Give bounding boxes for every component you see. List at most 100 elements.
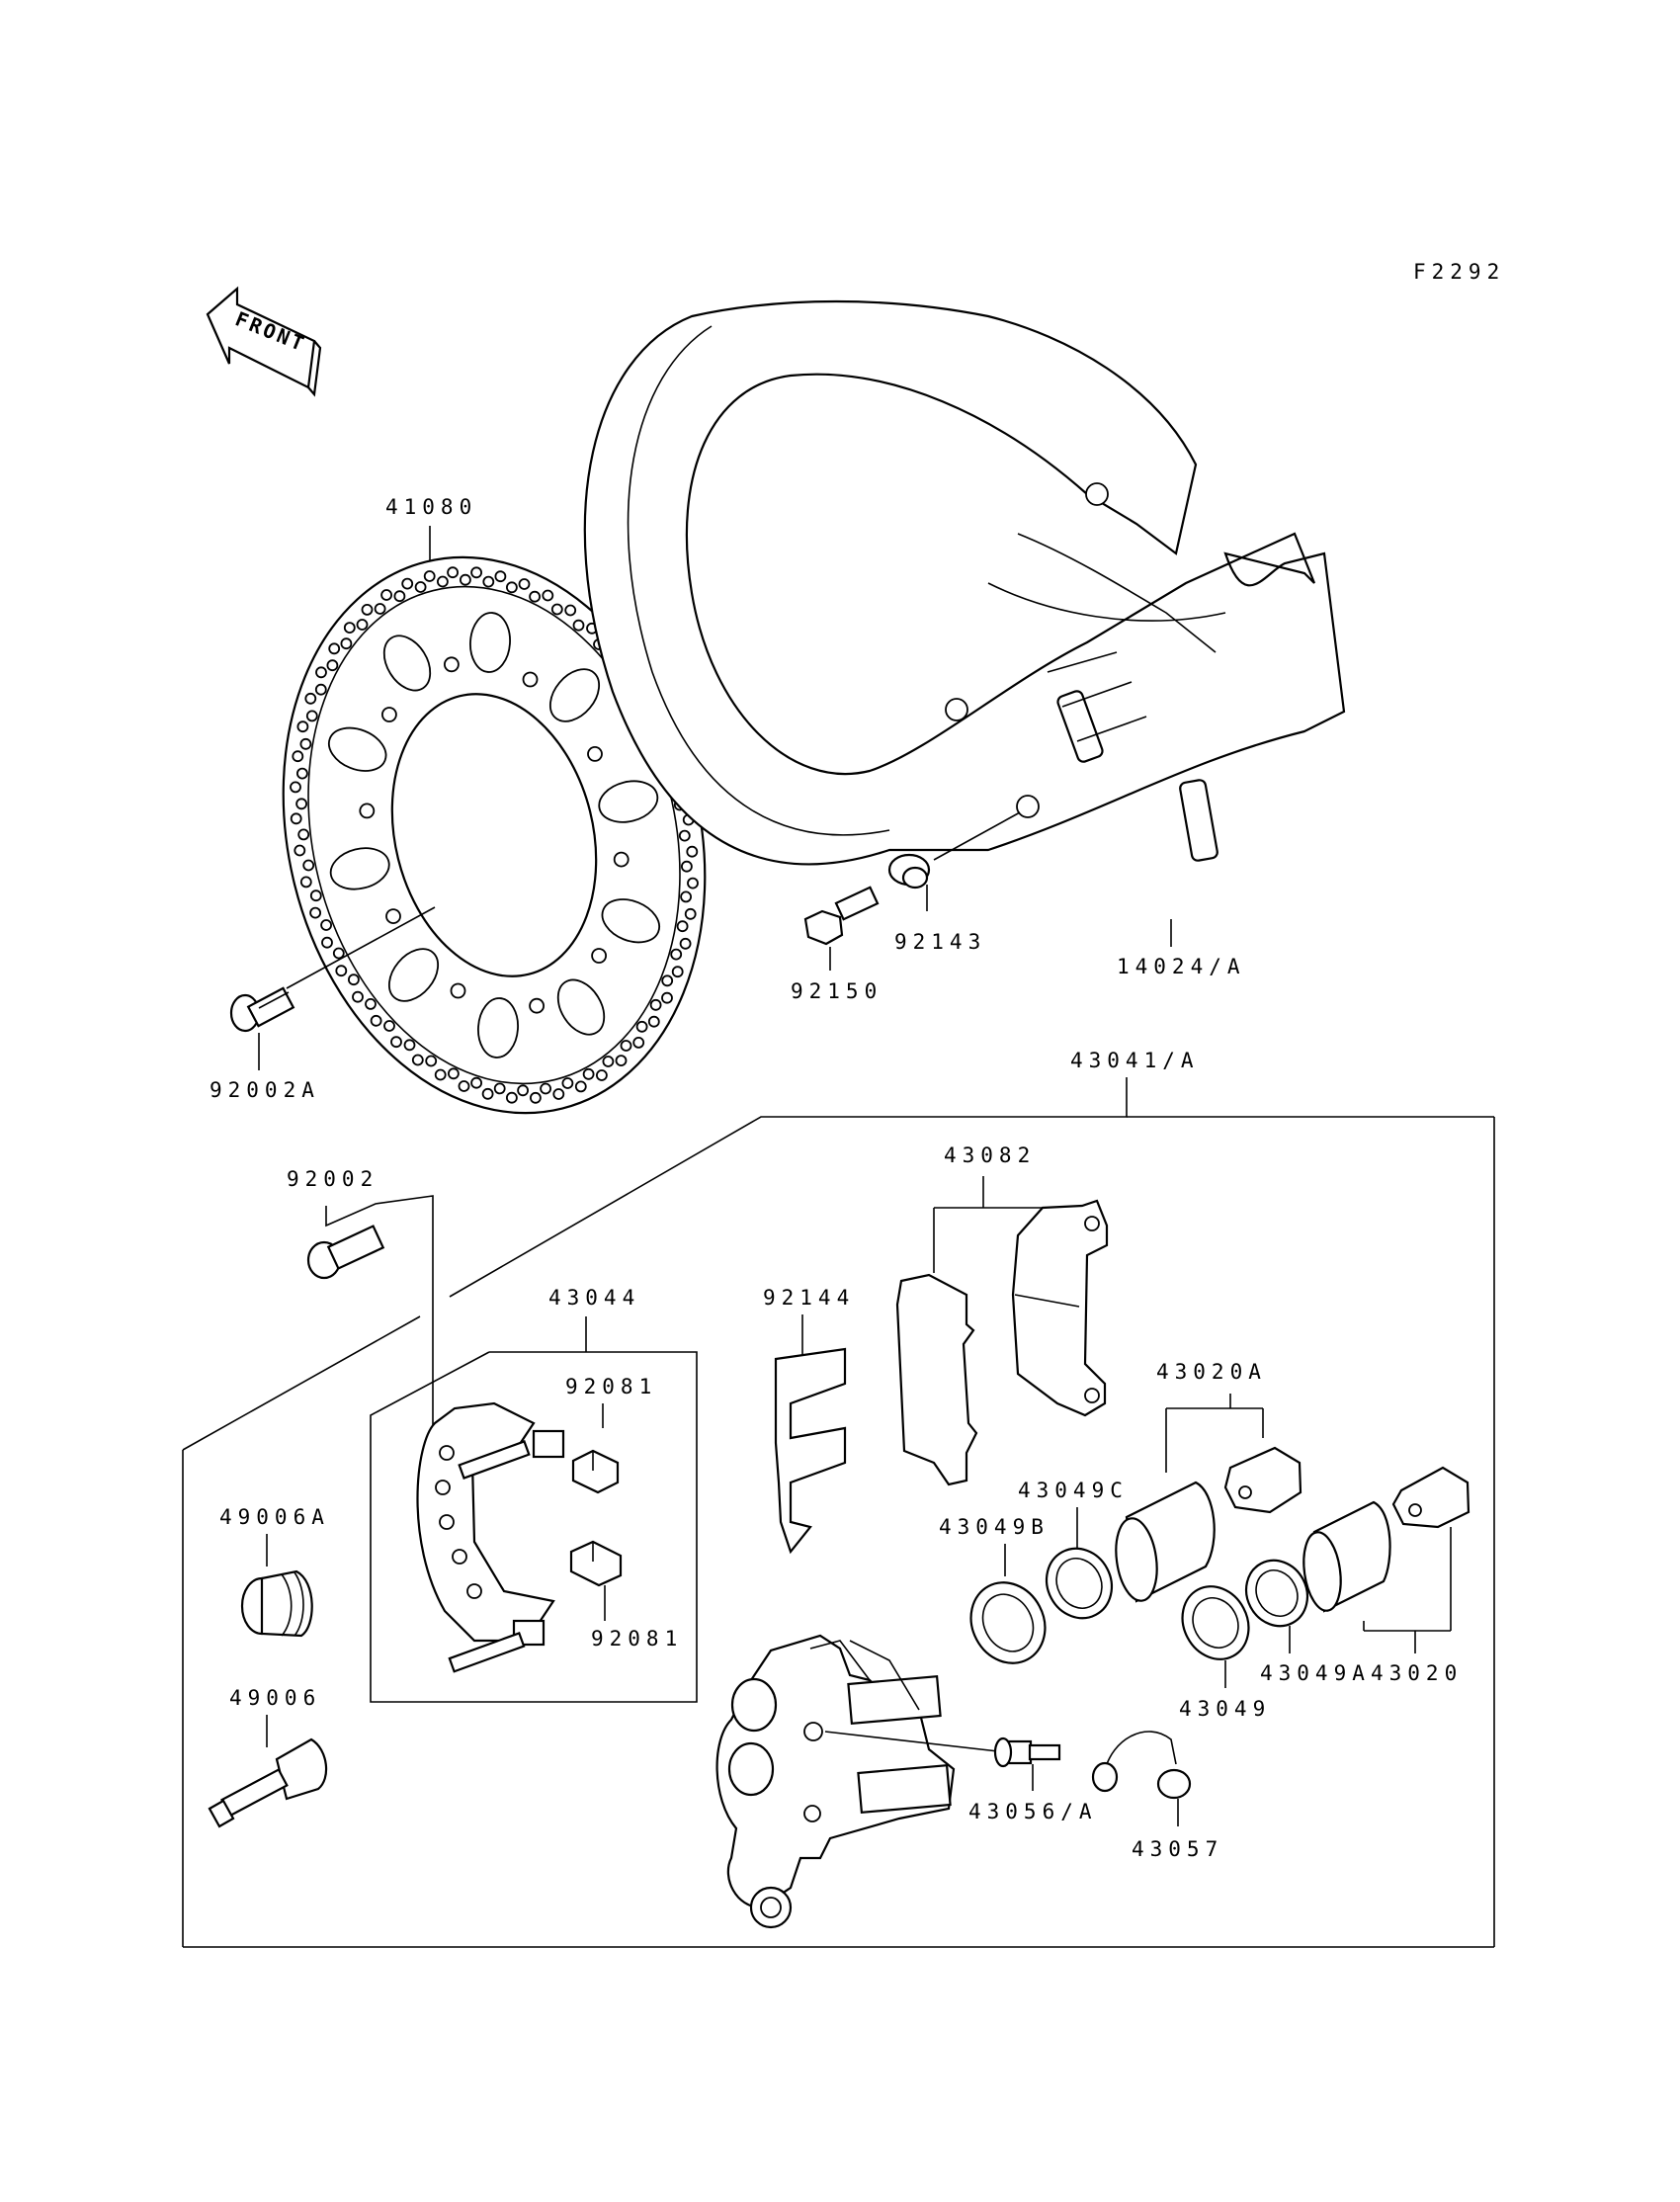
piston [1302, 1500, 1391, 1613]
disc-vent-hole [615, 1055, 628, 1066]
disc-vent-hole [670, 948, 683, 961]
piston-seal-c [1045, 1547, 1114, 1620]
disc-vent-hole [679, 937, 692, 950]
disc-vent-hole [458, 1080, 470, 1092]
disc-vent-hole [343, 622, 356, 634]
disc-vent-hole [370, 1014, 382, 1027]
disc-vent-hole [602, 1056, 615, 1067]
label-guard-bolt: 92150 [791, 979, 882, 1003]
disc-vent-hole [530, 1091, 542, 1104]
disc-vent-hole [297, 828, 310, 841]
disc-vent-hole [542, 589, 554, 602]
caliper-bracket [416, 1401, 565, 1673]
disc-vent-hole [320, 919, 333, 931]
bracket-assy-frame [370, 1316, 698, 1703]
label-caliper-assy: 43041/A [1070, 1049, 1200, 1072]
disc-vent-hole [649, 998, 662, 1011]
label-bleed-valve: 43056/A [968, 1800, 1098, 1823]
disc-vent-hole [390, 1036, 402, 1049]
label-clip-lower: 92081 [591, 1627, 683, 1651]
label-seal: 43049 [1179, 1697, 1271, 1721]
disc-vent-hole [518, 578, 531, 590]
disc-vent-hole [403, 1039, 416, 1052]
guard-mount-hole-3 [1016, 795, 1040, 818]
disc-vent-hole [572, 619, 585, 632]
disc-rivet-hole [522, 671, 539, 688]
disc-rivet-hole [591, 948, 607, 964]
disc-vent-hole [447, 1067, 460, 1080]
disc-vent-hole [552, 1088, 565, 1100]
disc-vent-hole [647, 1015, 660, 1028]
piston-a-bracket [1165, 1394, 1264, 1473]
piston-seal-b [969, 1581, 1047, 1664]
disc-vent-hole [340, 637, 353, 650]
disc-vent-hole [361, 604, 374, 616]
disc-vent-hole [582, 1067, 595, 1080]
disc-lightening-slot [548, 668, 601, 722]
label-piston-seal-b: 43049B [939, 1515, 1050, 1539]
disc-vent-hole [335, 965, 348, 977]
pin [208, 1737, 328, 1828]
disc-vent-hole [374, 603, 386, 615]
disc-vent-hole [676, 920, 689, 933]
bracket-bolt [306, 1195, 434, 1453]
boot [240, 1569, 313, 1638]
brake-pad-left [895, 1273, 978, 1486]
disc-vent-hole [414, 581, 427, 593]
disc-vent-hole [517, 1084, 529, 1097]
disc-lightening-slot [329, 847, 390, 890]
disc-vent-hole [314, 683, 327, 696]
disc-vent-hole [481, 1087, 494, 1100]
label-piston: 43020 [1371, 1661, 1463, 1685]
guard-vent-slot-2 [1179, 779, 1218, 862]
disc-vent-hole [365, 998, 377, 1010]
disc-rivet-hole [529, 997, 545, 1014]
disc-vent-hole [684, 907, 697, 920]
disc-vent-hole [596, 1069, 608, 1081]
disc-vent-hole [494, 570, 507, 583]
piston-bracket [1363, 1527, 1452, 1653]
label-bracket-assy: 43044 [548, 1286, 640, 1310]
disc-vent-hole [411, 1054, 424, 1066]
disc-vent-hole [295, 798, 308, 810]
disc-rivet-hole [613, 851, 630, 868]
disc-vent-hole [352, 990, 364, 1003]
disc-vent-hole [295, 767, 308, 780]
disc-rivet-hole [380, 707, 397, 722]
disc-vent-hole [309, 889, 322, 902]
disc-vent-hole [401, 577, 414, 590]
collar [887, 811, 1021, 889]
bleed-cap [1091, 1731, 1192, 1800]
disc-vent-hole [661, 974, 674, 987]
disc-vent-hole [447, 566, 460, 579]
label-collar: 92143 [894, 930, 986, 954]
label-boot: 49006A [219, 1505, 330, 1529]
label-disc: 41080 [385, 495, 477, 519]
disc-rivet-hole [443, 656, 460, 673]
disc-vent-hole [529, 590, 541, 603]
disc-lightening-slot [556, 978, 606, 1036]
disc-vent-hole [635, 1020, 648, 1033]
label-piston-a: 43020A [1156, 1360, 1267, 1384]
disc-rivet-hole [385, 908, 401, 924]
seal-a [1244, 1559, 1309, 1628]
disc-vent-hole [304, 692, 317, 705]
disc-lightening-slot [327, 726, 387, 772]
guard-mount-hole-2 [945, 698, 968, 721]
disc-guard [583, 299, 1346, 866]
caliper-assy-frame [182, 1077, 1495, 1948]
disc-vent-hole [506, 1091, 518, 1104]
disc-vent-hole [632, 1037, 645, 1049]
disc-lightening-slot [477, 997, 519, 1059]
label-bleed-cap: 43057 [1132, 1837, 1223, 1861]
disc-vent-hole [302, 859, 315, 872]
disc-vent-hole [434, 1068, 447, 1081]
disc-vent-hole [550, 603, 563, 616]
disc-vent-hole [299, 876, 312, 889]
disc-lightening-slot [469, 612, 511, 673]
label-guard: 14024/A [1117, 955, 1246, 978]
label-pad-set: 43082 [944, 1143, 1036, 1167]
label-pad-spring: 92144 [763, 1286, 855, 1310]
